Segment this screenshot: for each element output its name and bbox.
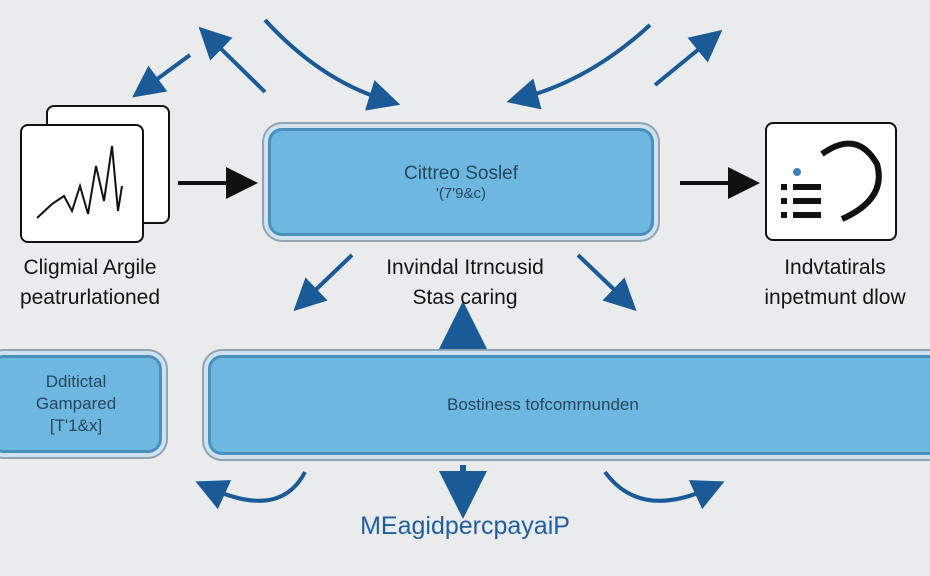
arrow-center-down-right (576, 253, 637, 312)
bottom-left-line1: Dditictal (45, 372, 107, 391)
bottom-left-line2: Gampared (35, 394, 117, 413)
arrow-top-left-2 (198, 26, 267, 94)
arrow-bottom-curve-right (603, 470, 725, 510)
center-node[interactable]: Cittreo Soslef '(7'9&c) (268, 128, 654, 236)
arrow-center-down-left (293, 253, 354, 312)
left-node-line1: Cligmial Argile (23, 256, 157, 279)
arrow-bottom-curve-left (195, 471, 307, 510)
left-node-line2: peatrurlationed (19, 286, 161, 309)
left-node-label: Cligmial Argile peatrurlationed (0, 253, 180, 313)
center-node-title: Cittreo Soslef (403, 162, 519, 184)
footer-label: MEagidpercpayaiP (360, 512, 570, 540)
arrow-top-curve-left (263, 18, 401, 111)
center-caption-line2: Stas caring (412, 286, 518, 309)
right-node-line1: Indvtatirals (784, 256, 886, 279)
bottom-box-label: Bostiness tofcomrnunden (447, 395, 639, 414)
bottom-left-line3: [T'1&x] (49, 416, 103, 435)
chart-document-icon (20, 124, 144, 243)
bottom-left-box[interactable]: Dditictal Gampared [T'1&x] (0, 355, 162, 453)
list-network-icon (765, 122, 897, 241)
arrow-top-right (653, 29, 723, 87)
right-node-line2: inpetmunt dlow (764, 286, 906, 309)
arrow-top-left-1 (132, 53, 192, 98)
right-node-label: Indvtatirals inpetmunt dlow (740, 253, 930, 313)
center-caption: Invindal Itrncusid Stas caring (330, 253, 600, 313)
center-caption-line1: Invindal Itrncusid (386, 256, 544, 279)
arrow-top-curve-right (506, 23, 652, 110)
center-node-subtitle: '(7'9&c) (436, 184, 486, 202)
bottom-box[interactable]: Bostiness tofcomrnunden (208, 355, 930, 455)
